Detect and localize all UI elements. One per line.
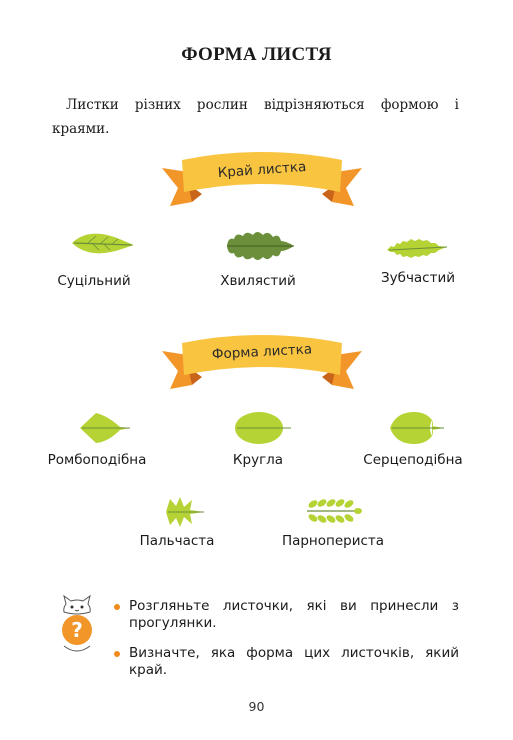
shape-heart-label: Серцеподібна [363, 452, 463, 468]
rhomboid-leaf-icon [80, 413, 130, 443]
intro-text: Листки різних рослин відрізняються формо… [52, 97, 459, 137]
shape-rhomboid-label: Ромбоподібна [47, 452, 147, 468]
svg-text:?: ? [71, 618, 83, 642]
task-list: Розгляньте листочки, які ви принесли з п… [114, 598, 459, 692]
ribbon-edge: Край листка [162, 150, 362, 210]
ribbon-banner-icon [162, 152, 362, 206]
task-text: Визначте, яка форма цих листочків, який … [129, 645, 459, 678]
shape-round-label: Кругла [232, 452, 284, 468]
edge-smooth-label: Суцільний [57, 273, 131, 289]
pinnate-leaf-icon [307, 499, 362, 523]
serrated-leaf-icon [387, 239, 448, 258]
page-title: ФОРМА ЛИСТЯ [181, 44, 332, 65]
bullet-dot-icon [114, 651, 120, 657]
task-text: Розгляньте листочки, які ви принесли з п… [129, 598, 459, 631]
palmate-leaf-icon [166, 497, 204, 527]
question-cat-icon: ? [62, 594, 92, 652]
edge-serrated-label: Зубчастий [380, 270, 456, 286]
page-number: 90 [248, 699, 265, 714]
list-item: Розгляньте листочки, які ви принесли з п… [114, 598, 459, 632]
list-item: Визначте, яка форма цих листочків, який … [114, 645, 459, 679]
bullet-dot-icon [114, 604, 120, 610]
round-leaf-icon [235, 412, 291, 444]
ribbon-banner-icon [162, 335, 362, 389]
edge-wavy-label: Хвилястий [220, 273, 296, 289]
ribbon-shape: Форма листка [162, 333, 362, 393]
smooth-leaf-icon [72, 233, 134, 254]
shape-palmate-label: Пальчаста [139, 533, 215, 549]
shape-pinnate-label: Парноперистa [281, 533, 385, 549]
heart-leaf-icon [390, 412, 444, 444]
wavy-oak-leaf-icon [227, 232, 294, 260]
